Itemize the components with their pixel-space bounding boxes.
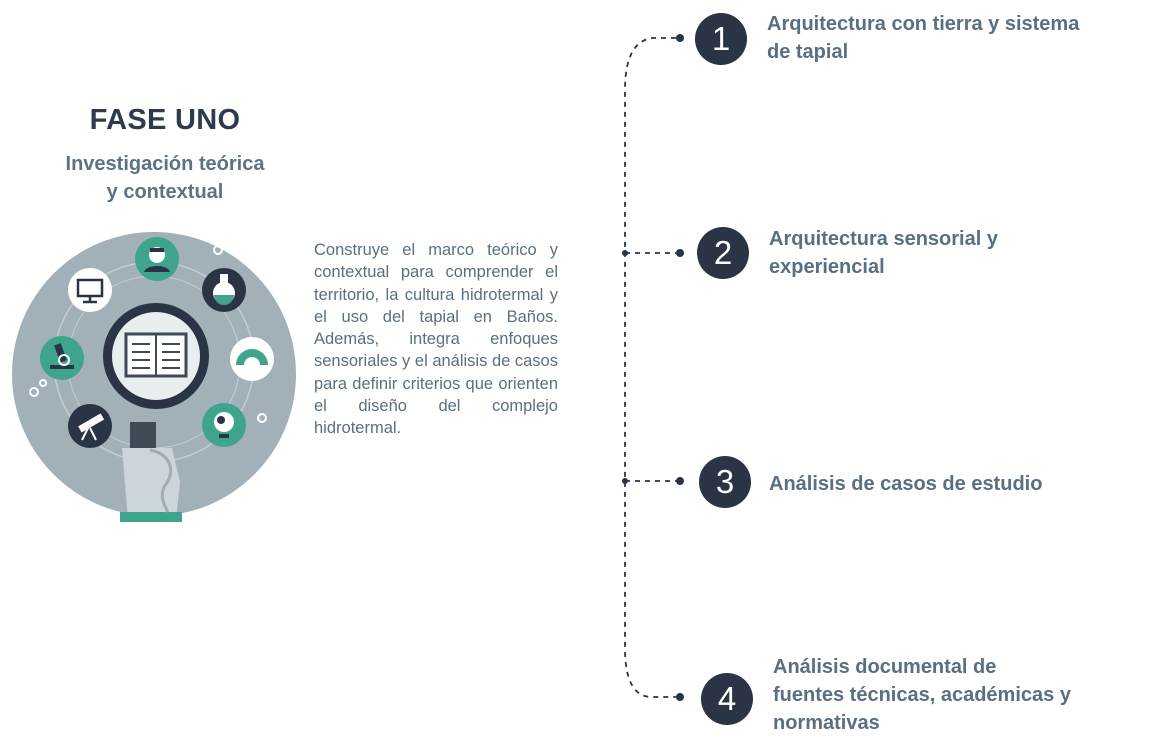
step-3-label: Análisis de casos de estudio	[769, 473, 1043, 495]
phase-description: Construye el marco teórico y contextual …	[314, 241, 558, 438]
step-1-label: Arquitectura con tierra y sistema de tap…	[767, 13, 1080, 63]
step-2-badge: 2	[697, 227, 749, 279]
step-3-badge: 3	[699, 456, 751, 508]
step-1-badge: 1	[695, 13, 747, 65]
book-icon	[124, 332, 188, 378]
phase-subtitle: Investigación teórica y contextual	[65, 153, 265, 203]
hand-icon	[120, 422, 182, 522]
phase-title: FASE UNO	[89, 104, 241, 136]
globe-icon	[202, 403, 246, 447]
microscope-icon	[40, 336, 84, 380]
flask-icon	[202, 268, 246, 312]
step-4-badge: 4	[701, 673, 753, 725]
step-4-label: Análisis documental de fuentes técnicas,…	[773, 656, 1071, 734]
research-illustration	[12, 232, 296, 522]
telescope-icon	[68, 404, 112, 448]
step-2-label: Arquitectura sensorial y experiencial	[769, 228, 998, 278]
person-icon	[135, 237, 179, 281]
monitor-icon	[68, 268, 112, 312]
gear-icon	[29, 245, 267, 423]
protractor-icon	[230, 337, 274, 381]
